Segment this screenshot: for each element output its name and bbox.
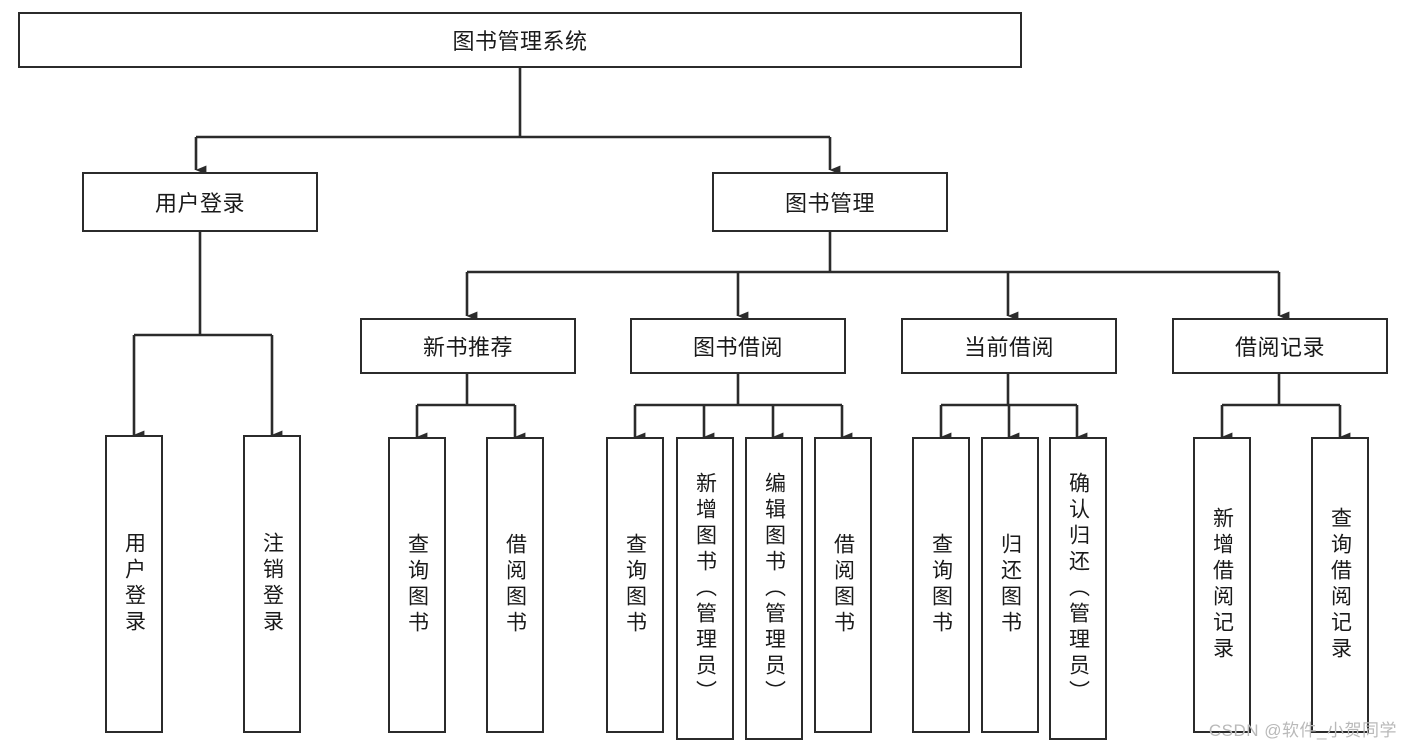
csdn-watermark: CSDN @软件_小贺同学 <box>1208 721 1397 740</box>
leaf-return-book[interactable]: 归还图书 <box>981 437 1039 733</box>
node-label: 新书推荐 <box>422 335 513 360</box>
node-book-management[interactable]: 图书管理 <box>712 172 948 232</box>
node-label: 借阅图书 <box>831 533 855 637</box>
leaf-query-books-current[interactable]: 查询图书 <box>912 437 970 733</box>
leaf-borrow-books-borrow[interactable]: 借阅图书 <box>814 437 872 733</box>
node-label: 图书管理系统 <box>452 29 588 54</box>
node-label: 查询借阅记录 <box>1328 507 1352 663</box>
node-label: 归还图书 <box>998 533 1022 637</box>
leaf-confirm-return-admin[interactable]: 确认归还（管理员） <box>1049 437 1107 740</box>
node-new-book-recommend[interactable]: 新书推荐 <box>360 318 576 374</box>
leaf-user-login[interactable]: 用户登录 <box>105 435 163 733</box>
leaf-query-books-borrow[interactable]: 查询图书 <box>606 437 664 733</box>
node-label: 注销登录 <box>260 532 284 636</box>
node-book-borrow[interactable]: 图书借阅 <box>630 318 846 374</box>
node-label: 查询图书 <box>623 533 647 637</box>
node-label: 用户登录 <box>122 532 146 636</box>
node-label: 新增图书（管理员） <box>693 471 717 706</box>
leaf-query-borrow-record[interactable]: 查询借阅记录 <box>1311 437 1369 733</box>
leaf-edit-book-admin[interactable]: 编辑图书（管理员） <box>745 437 803 740</box>
node-label: 查询图书 <box>405 533 429 637</box>
node-label: 用户登录 <box>154 191 245 216</box>
leaf-query-books-recommend[interactable]: 查询图书 <box>388 437 446 733</box>
node-borrow-records[interactable]: 借阅记录 <box>1172 318 1388 374</box>
node-label: 当前借阅 <box>963 335 1054 360</box>
node-label: 新增借阅记录 <box>1210 507 1234 663</box>
leaf-add-borrow-record[interactable]: 新增借阅记录 <box>1193 437 1251 733</box>
node-root-book-management-system[interactable]: 图书管理系统 <box>18 12 1022 68</box>
leaf-logout[interactable]: 注销登录 <box>243 435 301 733</box>
node-label: 图书管理 <box>784 191 875 216</box>
node-label: 查询图书 <box>929 533 953 637</box>
node-label: 确认归还（管理员） <box>1066 471 1090 706</box>
node-user-login[interactable]: 用户登录 <box>82 172 318 232</box>
node-label: 借阅图书 <box>503 533 527 637</box>
node-label: 图书借阅 <box>692 335 783 360</box>
node-label: 编辑图书（管理员） <box>762 471 786 706</box>
node-label: 借阅记录 <box>1234 335 1325 360</box>
leaf-borrow-books-recommend[interactable]: 借阅图书 <box>486 437 544 733</box>
node-current-borrow[interactable]: 当前借阅 <box>901 318 1117 374</box>
leaf-add-book-admin[interactable]: 新增图书（管理员） <box>676 437 734 740</box>
